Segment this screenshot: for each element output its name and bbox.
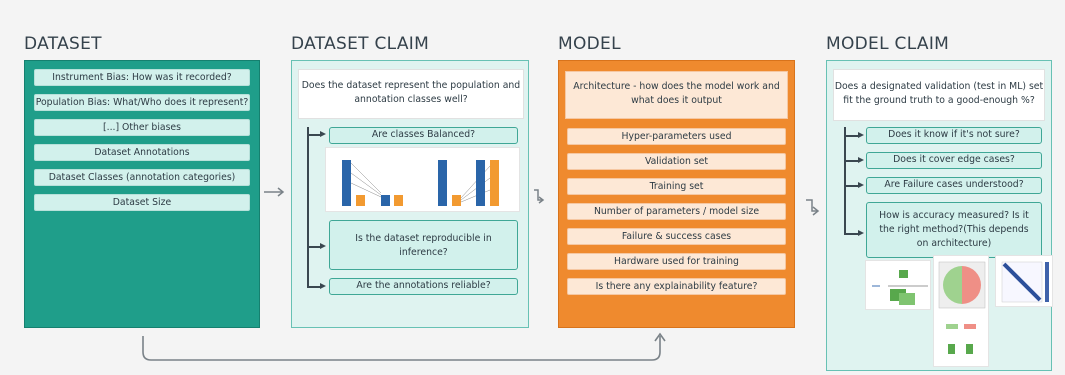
model-claim-heading: MODEL CLAIM xyxy=(826,34,950,54)
tree-branch xyxy=(307,134,321,136)
tree-branch xyxy=(844,185,859,187)
confusion-venn-illustration xyxy=(933,255,989,367)
dataset-item: [...] Other biases xyxy=(34,119,250,136)
dataset-item: Dataset Size xyxy=(34,194,250,211)
dataset-heading: DATASET xyxy=(24,34,102,54)
model-item: Hyper-parameters used xyxy=(567,128,786,145)
branch-arrow-icon xyxy=(320,243,326,249)
tree-branch xyxy=(844,135,859,137)
model-item: Training set xyxy=(567,178,786,195)
tree-line xyxy=(307,127,309,287)
model-check-unsure: Does it know if it's not sure? xyxy=(866,127,1042,144)
arrow-claim-to-model-icon xyxy=(534,189,545,204)
model-item: Hardware used for training xyxy=(567,253,786,270)
model-item: Validation set xyxy=(567,153,786,170)
confusion-matrix-icon xyxy=(1001,261,1049,303)
venn-diagram-icon xyxy=(938,261,986,354)
dataset-claim-question: Does the dataset represent the populatio… xyxy=(298,69,524,119)
model-claim-panel: Does a designated validation (test in ML… xyxy=(826,60,1053,371)
iou-illustration xyxy=(865,260,931,310)
model-item: Is there any explainability feature? xyxy=(567,278,786,295)
branch-arrow-icon xyxy=(320,131,326,137)
branch-arrow-icon xyxy=(858,230,864,236)
sampling-illustration xyxy=(325,147,520,212)
claim-check-annotations: Are the annotations reliable? xyxy=(329,278,518,295)
branch-arrow-icon xyxy=(858,182,864,188)
tree-branch xyxy=(844,233,859,235)
model-check-accuracy: How is accuracy measured? Is it the righ… xyxy=(866,202,1042,258)
model-claim-question: Does a designated validation (test in ML… xyxy=(833,69,1045,121)
dataset-claim-panel: Does the dataset represent the populatio… xyxy=(291,60,529,328)
claim-check-balanced: Are classes Balanced? xyxy=(329,127,518,144)
model-check-failure-cases: Are Failure cases understood? xyxy=(866,177,1042,194)
branch-arrow-icon xyxy=(858,132,864,138)
dataset-claim-heading: DATASET CLAIM xyxy=(291,34,430,54)
dataset-panel: Instrument Bias: How was it recorded? Po… xyxy=(24,60,260,328)
tree-line xyxy=(844,127,846,234)
model-item: Failure & success cases xyxy=(567,228,786,245)
iou-formula-icon xyxy=(872,270,928,305)
branch-arrow-icon xyxy=(320,283,326,289)
sampling-chart-icon xyxy=(342,160,499,206)
claim-check-reproducible: Is the dataset reproducible in inference… xyxy=(329,220,518,270)
model-panel: Architecture - how does the model work a… xyxy=(558,60,795,328)
confusion-matrix-illustration xyxy=(995,255,1053,307)
dataset-item: Population Bias: What/Who does it repres… xyxy=(34,94,250,111)
tree-branch xyxy=(307,286,321,288)
model-item: Number of parameters / model size xyxy=(567,203,786,220)
tree-branch xyxy=(844,160,859,162)
dataset-item: Dataset Annotations xyxy=(34,144,250,161)
model-heading: MODEL xyxy=(558,34,621,54)
branch-arrow-icon xyxy=(858,157,864,163)
model-question: Architecture - how does the model work a… xyxy=(565,71,788,119)
return-arrow-icon xyxy=(142,332,666,361)
arrow-model-to-claim-icon xyxy=(806,199,820,216)
dataset-item: Dataset Classes (annotation categories) xyxy=(34,169,250,186)
tree-branch xyxy=(307,246,321,248)
arrow-dataset-to-claim-icon xyxy=(264,187,285,197)
model-check-edge-cases: Does it cover edge cases? xyxy=(866,152,1042,169)
dataset-item: Instrument Bias: How was it recorded? xyxy=(34,69,250,86)
